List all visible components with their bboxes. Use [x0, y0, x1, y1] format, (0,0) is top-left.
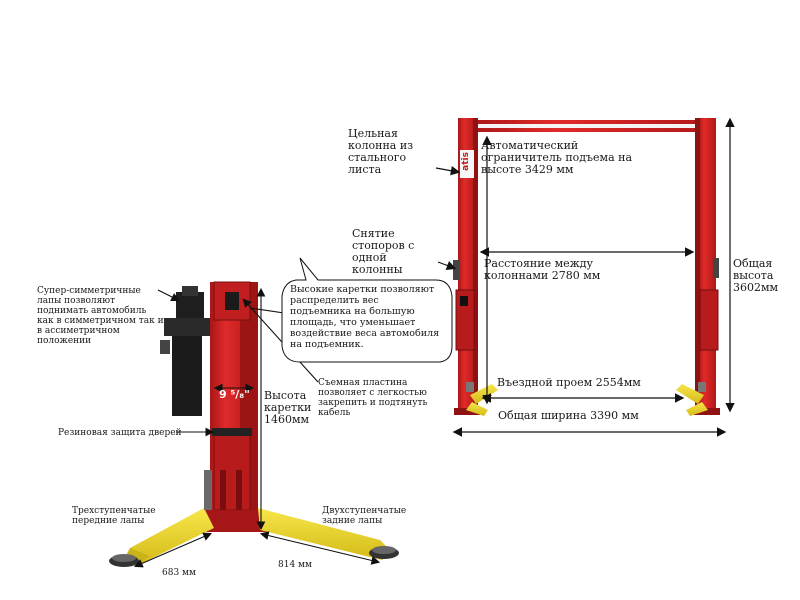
- speech-bubble: [281, 257, 453, 363]
- left-stopper-handle: [453, 260, 459, 280]
- pump-block: [164, 318, 216, 336]
- label-three-stage-arms: Трехступенчатые передние лапы: [72, 506, 156, 526]
- removable-plate-pointer: [242, 298, 319, 383]
- brand-plate: [460, 150, 474, 178]
- label-column-distance: Расстояние между колоннами 2780 мм: [484, 257, 601, 282]
- oil-tank: [172, 336, 202, 416]
- label-total-height: Общая высота 3602мм: [733, 257, 779, 294]
- right-stopper-handle: [713, 258, 719, 278]
- symmetric-arm-pointer: [157, 289, 180, 301]
- brand-logo: atis: [461, 152, 471, 171]
- dim-683-line: [133, 532, 213, 568]
- left-arm-front: [466, 402, 488, 416]
- right-column-edge: [695, 118, 700, 414]
- motor-cap: [182, 286, 198, 296]
- right-dimensions: [435, 117, 735, 437]
- label-auto-limit: Автоматический ограничитель подъема на в…: [481, 139, 633, 176]
- right-carriage: [699, 289, 719, 351]
- valve: [160, 340, 170, 354]
- left-pad: [466, 382, 474, 392]
- carriage-window: [225, 292, 239, 310]
- left-carriage-lock: [460, 296, 468, 306]
- door-protector: [212, 428, 252, 436]
- right-base: [694, 408, 720, 415]
- label-dim-683: 683 мм: [162, 568, 197, 578]
- label-two-stage-arms: Двухступенчатые задние лапы: [322, 506, 407, 526]
- label-removable-plate: Съемная пластина позволяет с легкостью з…: [318, 378, 428, 418]
- label-column-width: 9 ⁵/₈": [219, 388, 250, 401]
- two-post-lift: [453, 118, 720, 416]
- arm-pin: [204, 470, 212, 510]
- solid-column-pointer: [435, 165, 461, 176]
- label-solid-column: Цельная колонна из стального листа: [348, 127, 414, 176]
- dim-814-line: [259, 531, 381, 565]
- label-door-protection: Резиновая защита дверей: [58, 428, 182, 438]
- column-base: [196, 510, 270, 532]
- label-symmetric-arms: Супер-симметричные лапы позволяют подним…: [37, 286, 164, 346]
- left-dimensions: [133, 287, 381, 568]
- right-arm-back: [676, 384, 704, 404]
- carriage-slot-left: [220, 470, 226, 510]
- label-carriage-height: Высота каретки 1460мм: [264, 389, 312, 426]
- crossbar-slot: [478, 124, 702, 128]
- left-column-edge: [473, 118, 478, 414]
- left-base: [454, 408, 480, 415]
- stopper-pointer: [437, 260, 457, 270]
- carriage-bottom: [213, 429, 251, 511]
- label-total-width: Общая ширина 3390 мм: [498, 409, 639, 422]
- motor: [176, 292, 204, 322]
- label-dim-814: 814 мм: [278, 560, 313, 570]
- label-stopper-removal: Снятие стопоров с одной колонны: [352, 227, 415, 276]
- label-entry-opening: Въездной проем 2554мм: [497, 376, 641, 389]
- label-high-carriages: Высокие каретки позволяют распределить в…: [290, 284, 440, 350]
- right-arm-front: [686, 402, 708, 416]
- carriage-slot-right: [236, 470, 242, 510]
- right-pad: [698, 382, 706, 392]
